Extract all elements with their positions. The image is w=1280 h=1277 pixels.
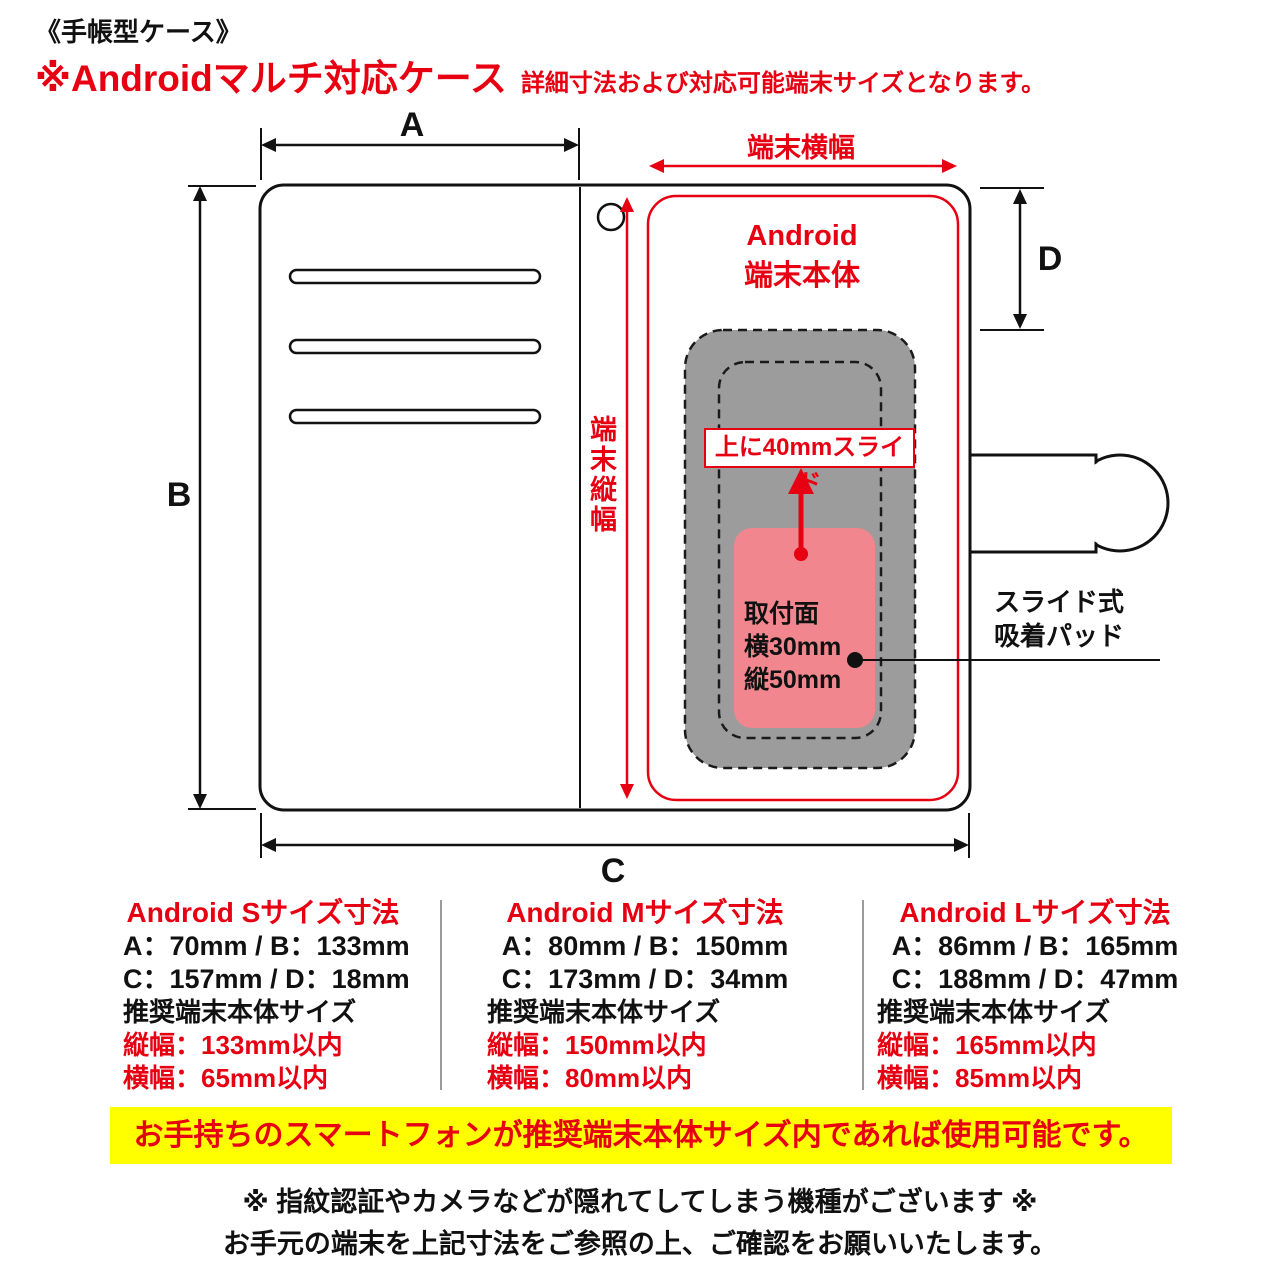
suction-line1: スライド式 [994,587,1125,617]
size-m-rec-title: 推奨端末本体サイズ [487,997,721,1027]
dimension-b-arrow [188,185,256,810]
suction-line2: 吸着パッド [994,621,1125,651]
size-l-dims1: A：86mm / B：165mm [891,931,1179,961]
size-m-height-limit: 縦幅：150mm以内 [487,1030,707,1060]
page-subtitle: 詳細寸法および対応可能端末サイズとなります。 [520,70,1046,97]
terminal-outline [646,194,960,802]
spec-divider-1 [440,900,442,1090]
terminal-width-arrow [649,159,957,173]
dimension-c-arrow [260,813,970,858]
terminal-width-label: 端末横幅 [747,133,855,163]
mount-line2: 横30mm [744,633,842,661]
size-l-title: Android Lサイズ寸法 [899,897,1171,928]
size-spec-s: Android Sサイズ寸法 A：70mm / B：133mm C：157mm … [123,895,410,1095]
strap-hole [596,202,626,232]
android-body-label-line1: Android [746,220,858,252]
size-s-rec-title: 推奨端末本体サイズ [123,997,357,1027]
size-s-width-limit: 横幅：65mm以内 [123,1063,329,1093]
caution-line2: お手元の端末を上記寸法をご参照の上、ご確認をお願いいたします。 [222,1229,1058,1259]
android-body-label-line2: 端末本体 [743,260,861,292]
case-type-heading: 《手帳型ケース》 [35,17,242,47]
suction-callout [847,652,1160,668]
size-l-dims2: C：188mm / D：47mm [891,964,1179,994]
size-m-dims1: A：80mm / B：150mm [501,931,789,961]
size-s-dims2: C：157mm / D：18mm [123,964,410,994]
dim-a-label: A [399,106,425,144]
dimension-d-arrow [980,187,1044,331]
dim-b-label: B [166,476,192,514]
size-s-height-limit: 縦幅：133mm以内 [123,1030,343,1060]
size-m-dims2: C：173mm / D：34mm [501,964,789,994]
suction-pad-label: スライド式 吸着パッド [994,585,1124,653]
caution-line1: ※ 指紋認証やカメラなどが隠れてしてしまう機種がございます ※ [242,1187,1038,1217]
size-l-height-limit: 縦幅：165mm以内 [877,1030,1097,1060]
mount-line1: 取付面 [744,600,820,628]
size-s-dims1: A：70mm / B：133mm [123,931,410,961]
dimension-a-arrow [260,128,580,180]
case-clasp [962,453,1170,554]
mounting-surface-label: 取付面 横30mm 縦50mm [744,598,841,697]
terminal-height-arrow [620,197,634,799]
size-l-width-limit: 横幅：85mm以内 [877,1063,1083,1093]
spec-divider-2 [862,900,864,1090]
phone-silhouette-dashed [717,360,883,740]
size-spec-m: Android Mサイズ寸法 A：80mm / B：150mm C：173mm … [487,895,803,1095]
dim-d-label: D [1037,240,1063,278]
slide-up-arrow [788,468,814,561]
mounting-surface [734,528,875,728]
terminal-height-label: 端末縦幅 [586,415,616,535]
size-m-title: Android Mサイズ寸法 [506,897,784,928]
size-l-rec-title: 推奨端末本体サイズ [877,997,1111,1027]
size-s-title: Android Sサイズ寸法 [126,897,400,928]
slide-note: 上に40mmスライド [704,428,915,497]
dim-c-label: C [600,852,626,890]
page-title: ※Androidマルチ対応ケース [35,58,507,99]
size-spec-l: Android Lサイズ寸法 A：86mm / B：165mm C：188mm … [877,895,1193,1095]
size-m-width-limit: 横幅：80mm以内 [487,1063,693,1093]
mount-line3: 縦50mm [744,666,842,694]
card-slots [288,268,542,425]
compatibility-banner: お手持ちのスマートフォンが推奨端末本体サイズ内であれば使用可能です。 [110,1107,1172,1164]
